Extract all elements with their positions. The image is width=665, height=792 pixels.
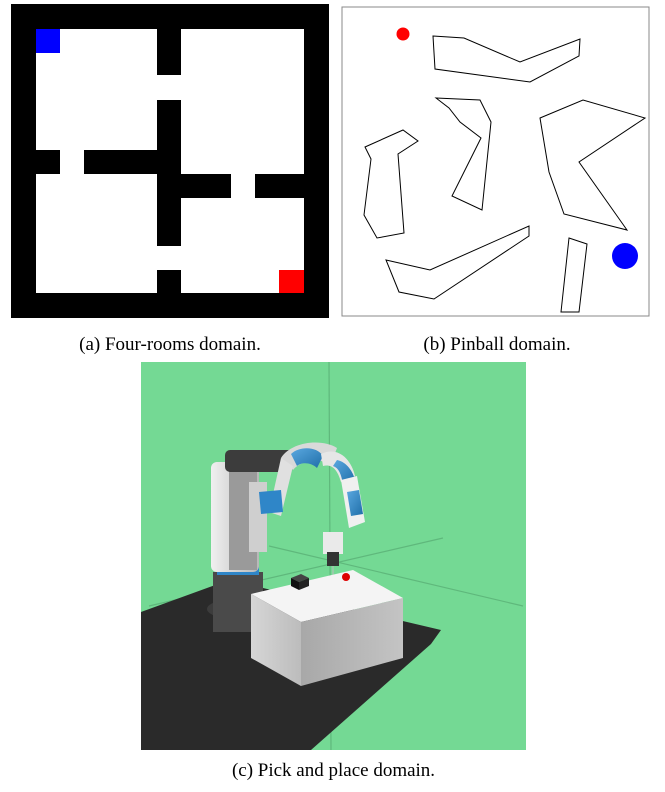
- obstacle-polygon: [385, 225, 530, 300]
- robot-arm: [259, 442, 365, 528]
- pinball-field: [341, 6, 650, 317]
- ball: [396, 27, 410, 41]
- block: [291, 574, 309, 590]
- caption-pick-and-place: (c) Pick and place domain.: [231, 760, 436, 781]
- robot-torso: [211, 462, 267, 572]
- wall-segment: [157, 174, 231, 198]
- target-marker: [342, 573, 350, 581]
- wall-segment: [157, 29, 181, 75]
- robot-head: [225, 450, 293, 472]
- obstacle-polygon: [432, 35, 581, 83]
- caption-four-rooms: (a) Four-rooms domain.: [79, 334, 261, 355]
- goal-cell: [279, 270, 304, 293]
- obstacle-polygon: [560, 237, 588, 313]
- caption-pinball: (b) Pinball domain.: [423, 334, 571, 355]
- four-rooms-panel: [11, 4, 329, 318]
- table: [251, 570, 403, 686]
- pinball-panel: [339, 4, 655, 318]
- target-hole: [612, 243, 638, 269]
- obstacle-polygon: [539, 99, 647, 231]
- wall-segment: [36, 150, 60, 174]
- obstacle-polygon: [434, 97, 492, 211]
- wall-segment: [84, 150, 181, 174]
- start-cell: [36, 29, 60, 53]
- wall-segment: [157, 270, 181, 293]
- wall-segment: [255, 174, 304, 198]
- obstacle-polygon: [363, 129, 419, 239]
- pinball-border: [341, 6, 650, 317]
- pick-and-place-panel: [141, 362, 526, 750]
- pick-and-place-scene: [141, 362, 526, 750]
- four-rooms-grid: [11, 4, 329, 318]
